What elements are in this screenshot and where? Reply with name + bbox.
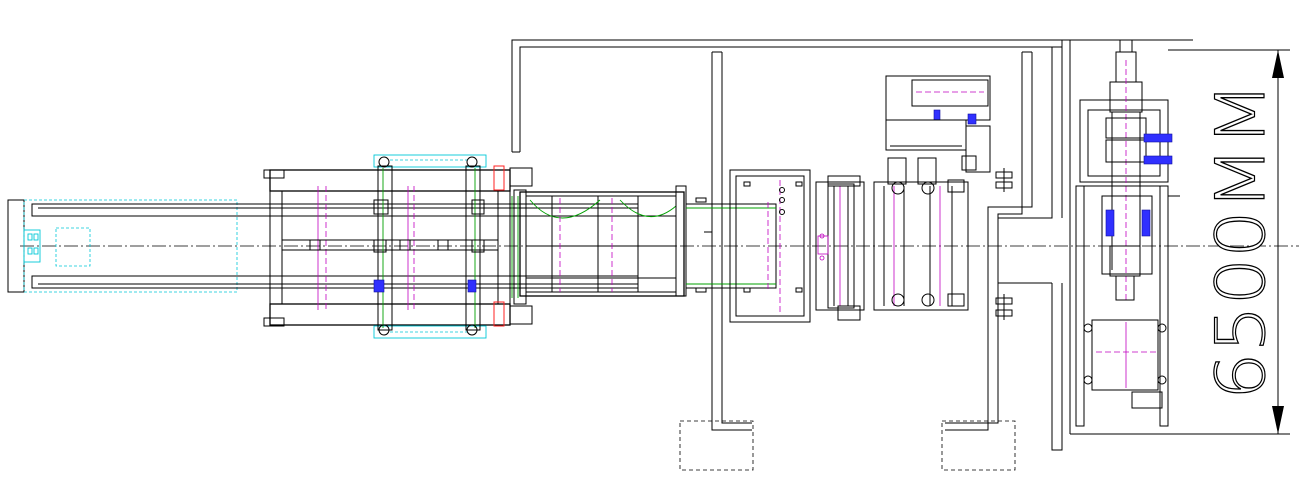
motor-icon bbox=[933, 109, 941, 121]
main-frame bbox=[263, 169, 511, 327]
infeed-conveyor bbox=[7, 199, 639, 293]
motor-icon bbox=[1141, 209, 1151, 237]
motor-icon bbox=[373, 279, 385, 293]
enclosure-walls bbox=[511, 39, 1290, 451]
arrow-up-icon bbox=[1272, 50, 1284, 78]
wall-fixtures bbox=[995, 168, 1013, 320]
foundation-pads bbox=[679, 420, 1016, 471]
vertical-unit bbox=[1075, 39, 1180, 427]
motor-icon bbox=[1143, 133, 1173, 143]
upper-machine-head bbox=[885, 75, 991, 173]
buffer-conveyor bbox=[511, 185, 707, 298]
transfer-unit bbox=[373, 154, 487, 339]
wrapping-station bbox=[729, 169, 811, 323]
roller-module-b bbox=[873, 157, 969, 311]
motor-icon bbox=[1105, 209, 1115, 237]
arrow-down-icon bbox=[1272, 406, 1284, 434]
dimension-marker: 6500MM bbox=[1168, 49, 1290, 434]
motor-icon bbox=[967, 113, 977, 125]
dimension-label: 6500MM bbox=[1202, 82, 1281, 400]
infeed-sensor-icon bbox=[23, 227, 91, 267]
roller-module-a bbox=[815, 175, 865, 321]
motor-icon bbox=[1143, 155, 1173, 165]
transfer-belt bbox=[685, 202, 777, 290]
motor-icon bbox=[467, 279, 477, 293]
